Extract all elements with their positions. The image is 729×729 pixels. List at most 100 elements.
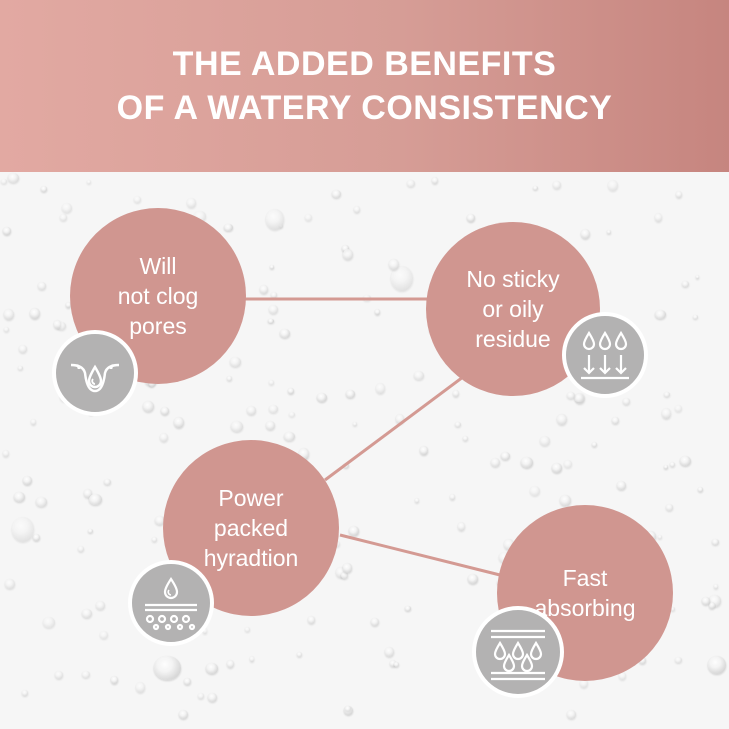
water-drop [664,391,670,398]
water-drop [414,498,420,503]
water-drop [111,676,118,684]
water-drop [331,189,341,198]
water-drop [431,176,439,185]
benefit-label-3: Power packed hyradtion [203,485,299,571]
absorbing-layers-icon [472,606,564,698]
water-drop [712,538,719,546]
water-drop [18,344,27,353]
water-drop [245,626,250,632]
water-drop [622,398,631,406]
water-drop [503,538,514,550]
water-drop [159,432,169,443]
water-drop [3,227,11,236]
water-drop [342,245,349,252]
water-drop [564,460,573,469]
water-drop [65,301,71,308]
water-drop [467,574,478,584]
water-drop [389,659,397,668]
water-drop [229,357,241,368]
connector-line-3 [339,533,501,577]
water-drop [299,448,310,460]
water-drop [639,657,646,665]
water-drop [280,329,290,338]
water-drop [224,223,233,232]
water-drop [349,526,359,536]
water-drop [60,214,67,222]
water-drop [413,371,424,381]
water-drop [95,600,106,610]
water-drop [186,198,196,209]
water-drop [260,285,269,294]
water-drop [249,656,255,662]
water-drop [2,450,10,457]
water-drop [269,379,274,385]
benefit-label-2: No sticky or oily residue [466,266,560,352]
water-drop [374,308,381,316]
skin-hydration-icon [128,560,214,646]
water-drop [375,383,385,394]
water-drop [18,365,23,370]
water-drop [142,400,154,412]
water-drop [104,478,112,485]
water-drop [82,670,91,678]
water-drop [202,628,208,634]
water-drop [83,489,93,499]
water-drop [346,389,355,398]
water-drop [457,522,466,532]
water-drop [420,446,428,455]
water-drop [88,528,93,533]
water-drop [82,609,92,619]
water-drop [99,630,108,639]
water-drop [701,597,710,605]
water-drop [580,228,591,240]
water-drop [155,516,165,526]
water-drop [552,463,563,473]
water-drop [154,656,181,681]
water-drop [618,672,626,680]
water-drop [0,178,7,185]
water-drop [55,670,64,680]
water-drop [384,646,395,657]
water-drop [342,249,353,261]
water-drop [708,595,721,607]
water-drop [30,308,41,320]
water-drop [580,679,588,688]
water-drop [500,451,511,461]
water-drop [11,517,35,543]
water-drop [682,280,689,288]
water-drop [133,195,142,203]
water-drop [40,186,48,192]
water-drop [371,617,380,627]
water-drop [674,657,682,664]
water-drop [77,545,85,553]
water-drop [407,179,415,188]
water-drop [698,487,704,493]
water-drop [567,391,576,399]
water-drop [606,229,612,235]
water-drop [247,406,257,416]
water-drop [270,264,275,269]
water-drop [268,404,279,414]
water-drop [208,692,217,703]
water-drop [305,213,313,221]
water-drop [227,659,235,668]
water-drop [345,706,351,712]
water-drop [396,414,405,424]
title-line-1: THE ADDED BENEFITS [172,45,557,83]
water-drop [708,602,716,610]
water-drop [661,408,672,420]
water-drop [53,320,62,329]
water-drop [230,420,244,433]
water-drop [340,572,349,580]
water-drop [56,321,66,331]
water-drop [655,309,666,319]
water-drop [205,663,219,675]
water-drop [675,404,682,412]
water-drop [553,181,561,189]
water-drop [463,436,468,441]
water-drop [560,495,571,507]
water-drop [616,481,626,490]
water-drop [8,173,20,184]
title-line-2: OF A WATERY CONSISTENCY [116,89,613,127]
